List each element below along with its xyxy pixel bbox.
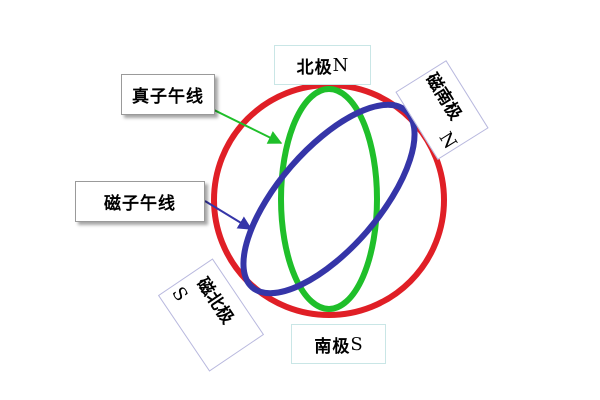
south-pole-label: 南极 S (291, 324, 386, 364)
magnetic-meridian-label: 磁子午线 (75, 181, 205, 222)
magnetic-north-pole-suffix: S (167, 283, 192, 306)
true-meridian-ellipse (278, 86, 380, 312)
true-meridian-text: 真子午线 (132, 87, 204, 107)
south-pole-suffix: S (350, 333, 363, 355)
north-pole-text: 北极 (296, 57, 333, 78)
true-meridian-pointer (211, 108, 283, 144)
north-pole-suffix: N (332, 54, 349, 76)
magnetic-meridian-ellipse (240, 101, 418, 297)
magnetic-meridian-pointer (204, 200, 253, 230)
magnetic-meridian-text: 磁子午线 (104, 194, 176, 214)
north-pole-label: 北极 N (274, 45, 371, 85)
celestial-sphere-circle (211, 82, 447, 318)
south-pole-text: 南极 (314, 336, 351, 357)
true-meridian-label: 真子午线 (121, 74, 215, 115)
